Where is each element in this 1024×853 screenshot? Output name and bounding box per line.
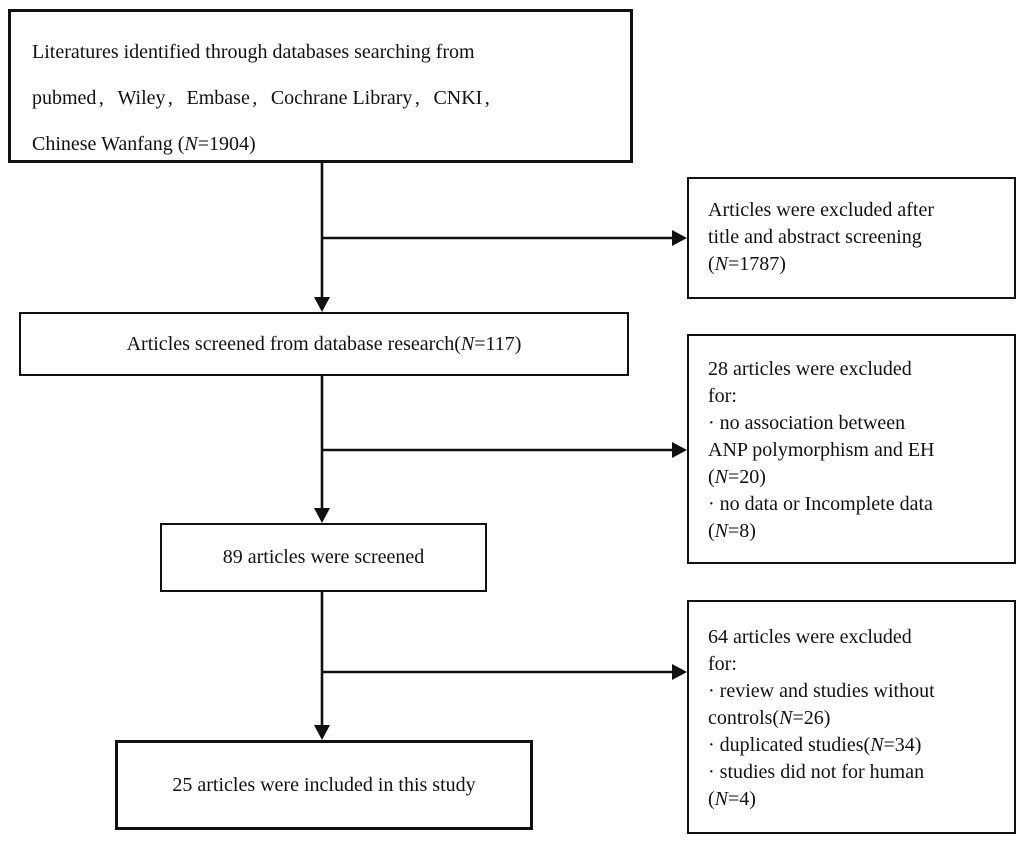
arrow-89-to-included bbox=[314, 592, 330, 740]
text-line: (N=8) bbox=[708, 520, 756, 542]
ideographic-comma: , bbox=[167, 87, 173, 109]
box-excluded-title-abstract-screening: Articles were excluded after title and ab… bbox=[687, 177, 1016, 299]
text-line: 25 articles were included in this study bbox=[172, 773, 476, 796]
text-line: ANP polymorphism and EH bbox=[708, 439, 935, 461]
ideographic-comma: , bbox=[484, 87, 490, 109]
box-89-articles-screened: 89 articles were screened bbox=[160, 523, 487, 592]
text-line: pubmed,Wiley,Embase,Cochrane Library,CNK… bbox=[32, 75, 612, 121]
text-line: title and abstract screening bbox=[708, 226, 922, 248]
box-64-articles-excluded: 64 articles were excluded for: · review an… bbox=[687, 600, 1016, 834]
text-line: · no data or Incomplete data bbox=[708, 493, 933, 515]
text-line: Literatures identified through databases… bbox=[32, 41, 475, 63]
arrow-branch-to-excluded-title-abstract bbox=[322, 230, 687, 246]
text-line: controls(N=26) bbox=[708, 707, 831, 729]
box-articles-screened-from-database: Articles screened from database research… bbox=[19, 312, 629, 376]
text-line: Chinese Wanfang (N=1904) bbox=[32, 133, 256, 155]
text-line: 28 articles were excluded bbox=[708, 358, 912, 380]
text-line: 64 articles were excluded bbox=[708, 626, 912, 648]
box-literatures-identified: Literatures identified through databases… bbox=[8, 9, 633, 163]
text-line: Articles screened from database research… bbox=[126, 332, 522, 355]
arrow-screened-db-to-89 bbox=[314, 376, 330, 523]
box-28-articles-excluded: 28 articles were excluded for: · no associ… bbox=[687, 334, 1016, 564]
text-line: 89 articles were screened bbox=[222, 546, 425, 568]
arrow-branch-to-excluded-64 bbox=[322, 664, 687, 680]
ideographic-comma: , bbox=[414, 87, 420, 109]
ideographic-comma: , bbox=[252, 87, 258, 109]
text-line: for: bbox=[708, 653, 737, 675]
ideographic-comma: , bbox=[98, 87, 104, 109]
text-line: · studies did not for human bbox=[708, 761, 925, 783]
text-line: (N=1787) bbox=[708, 253, 786, 275]
text-line: · review and studies without bbox=[708, 680, 935, 702]
text-line: for: bbox=[708, 385, 737, 407]
arrow-identified-to-screened-db bbox=[314, 163, 330, 312]
text-line: · no association between bbox=[708, 412, 906, 434]
text-line: (N=4) bbox=[708, 788, 756, 810]
text-line: Articles were excluded after bbox=[708, 199, 934, 221]
text-line: · duplicated studies(N=34) bbox=[708, 734, 922, 756]
arrow-branch-to-excluded-28 bbox=[322, 442, 687, 458]
text-line: (N=20) bbox=[708, 466, 766, 488]
box-25-articles-included: 25 articles were included in this study bbox=[115, 740, 533, 830]
